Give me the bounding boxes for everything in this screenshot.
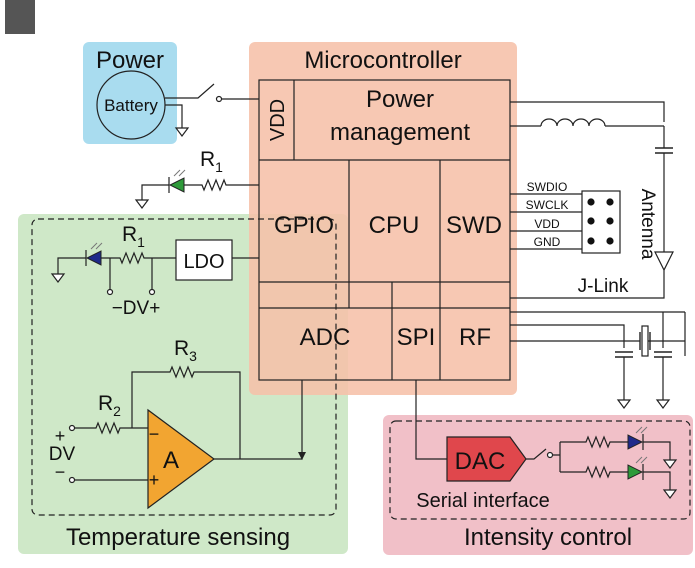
dac-label: DAC xyxy=(455,448,506,475)
intensity-dashed-frame xyxy=(389,420,691,520)
temperature-sensing-dashed-frame xyxy=(31,218,337,516)
gpio-led-ground-icon xyxy=(135,191,149,209)
power-management-label-line1: Power xyxy=(366,86,434,113)
jlink-label: J-Link xyxy=(578,276,629,297)
intensity-led-ground-wires xyxy=(643,441,671,482)
dv-probe-left-terminal xyxy=(106,288,114,296)
r1-top-resistor xyxy=(184,178,259,192)
corner-mark xyxy=(5,0,35,34)
battery-ground-wire xyxy=(165,104,183,120)
debug-pin-swclk: SWCLK xyxy=(526,198,569,212)
rf-ground-right-icon xyxy=(656,391,670,409)
rf-load-capacitor-right xyxy=(653,351,673,358)
intensity-led-green-icon xyxy=(627,456,648,480)
intensity-resistor-blue xyxy=(560,435,628,449)
battery-label: Battery xyxy=(104,96,158,115)
rf-crystal-icon xyxy=(639,325,651,357)
amplifier-label: A xyxy=(163,447,179,474)
intensity-led-blue-icon xyxy=(627,426,648,450)
gpio-led-ground-wire xyxy=(141,184,169,192)
power-management-right-wire-1 xyxy=(510,101,665,122)
dac-switch-contact xyxy=(546,451,554,459)
antenna-label: Antenna xyxy=(637,189,658,260)
r1-top-label: R1 xyxy=(200,148,223,175)
intensity-resistor-green xyxy=(560,465,628,479)
dv-plus-terminal xyxy=(68,424,76,432)
dv-label: DV xyxy=(49,444,76,465)
r3-feedback-resistor xyxy=(131,365,241,459)
cpu-block-label: CPU xyxy=(369,212,420,239)
dv-minus-sign: − xyxy=(55,462,66,482)
r3-label: R3 xyxy=(174,337,197,364)
dv-probe-right-terminal xyxy=(148,288,156,296)
r1-ldo-label: R1 xyxy=(122,223,145,250)
power-region xyxy=(83,42,177,144)
serial-interface-label: Serial interface xyxy=(416,490,549,512)
rf-load-capacitor-left xyxy=(614,351,634,358)
antenna-jlink-wire xyxy=(510,270,665,299)
temperature-led-ground-wire xyxy=(57,257,86,266)
amplifier-a xyxy=(147,408,216,510)
r2-resistor xyxy=(74,421,148,435)
antenna-icon xyxy=(654,251,674,272)
microcontroller-region xyxy=(249,42,517,395)
amplifier-minus-input: − xyxy=(149,424,160,444)
gpio-block-label: GPIO xyxy=(274,212,334,239)
dac-output-switch xyxy=(526,448,547,460)
temperature-sensing-title: Temperature sensing xyxy=(66,524,290,551)
rf-ground-left-icon xyxy=(617,391,631,409)
ldo-label: LDO xyxy=(183,251,224,273)
rf-crystal-wire xyxy=(510,311,686,356)
debug-pin-swdio: SWDIO xyxy=(527,180,568,194)
spi-to-dac-wire xyxy=(415,380,447,460)
battery-ground-icon xyxy=(175,119,189,137)
dv-difference-label: −DV+ xyxy=(112,298,161,319)
debug-pin-vdd: VDD xyxy=(534,217,560,231)
rf-block-label: RF xyxy=(459,324,491,351)
dv-plus-sign: + xyxy=(55,426,66,446)
dv-minus-terminal xyxy=(68,476,76,484)
power-switch xyxy=(165,83,215,99)
adc-block-label: ADC xyxy=(300,324,351,351)
power-switch-contact xyxy=(215,95,223,103)
microcontroller-blocks xyxy=(258,79,511,381)
vdd-block-label: VDD xyxy=(267,99,289,141)
temperature-led-blue-icon xyxy=(85,242,103,266)
jlink-connector xyxy=(581,190,621,254)
microcontroller-title: Microcontroller xyxy=(304,47,461,74)
r1-ldo-resistor xyxy=(101,251,176,265)
intensity-control-title: Intensity control xyxy=(464,524,632,551)
r2-label: R2 xyxy=(98,392,121,419)
ldo-block xyxy=(175,239,233,281)
amplifier-plus-input: + xyxy=(149,470,160,490)
antenna-capacitor xyxy=(654,147,674,154)
spi-block-label: SPI xyxy=(397,324,436,351)
debug-pin-gnd: GND xyxy=(534,235,561,249)
rf-capacitor-ground-wires xyxy=(623,357,664,392)
amplifier-output-arrow xyxy=(298,452,306,460)
swd-debug-wires xyxy=(510,193,582,250)
swd-block-label: SWD xyxy=(446,212,502,239)
dac-block xyxy=(446,436,527,482)
gpio-led-green-icon xyxy=(168,169,186,193)
power-management-label-line2: management xyxy=(330,119,470,146)
power-title: Power xyxy=(96,47,164,74)
led-branch-wire xyxy=(553,442,561,472)
inductor-symbol xyxy=(540,118,606,127)
